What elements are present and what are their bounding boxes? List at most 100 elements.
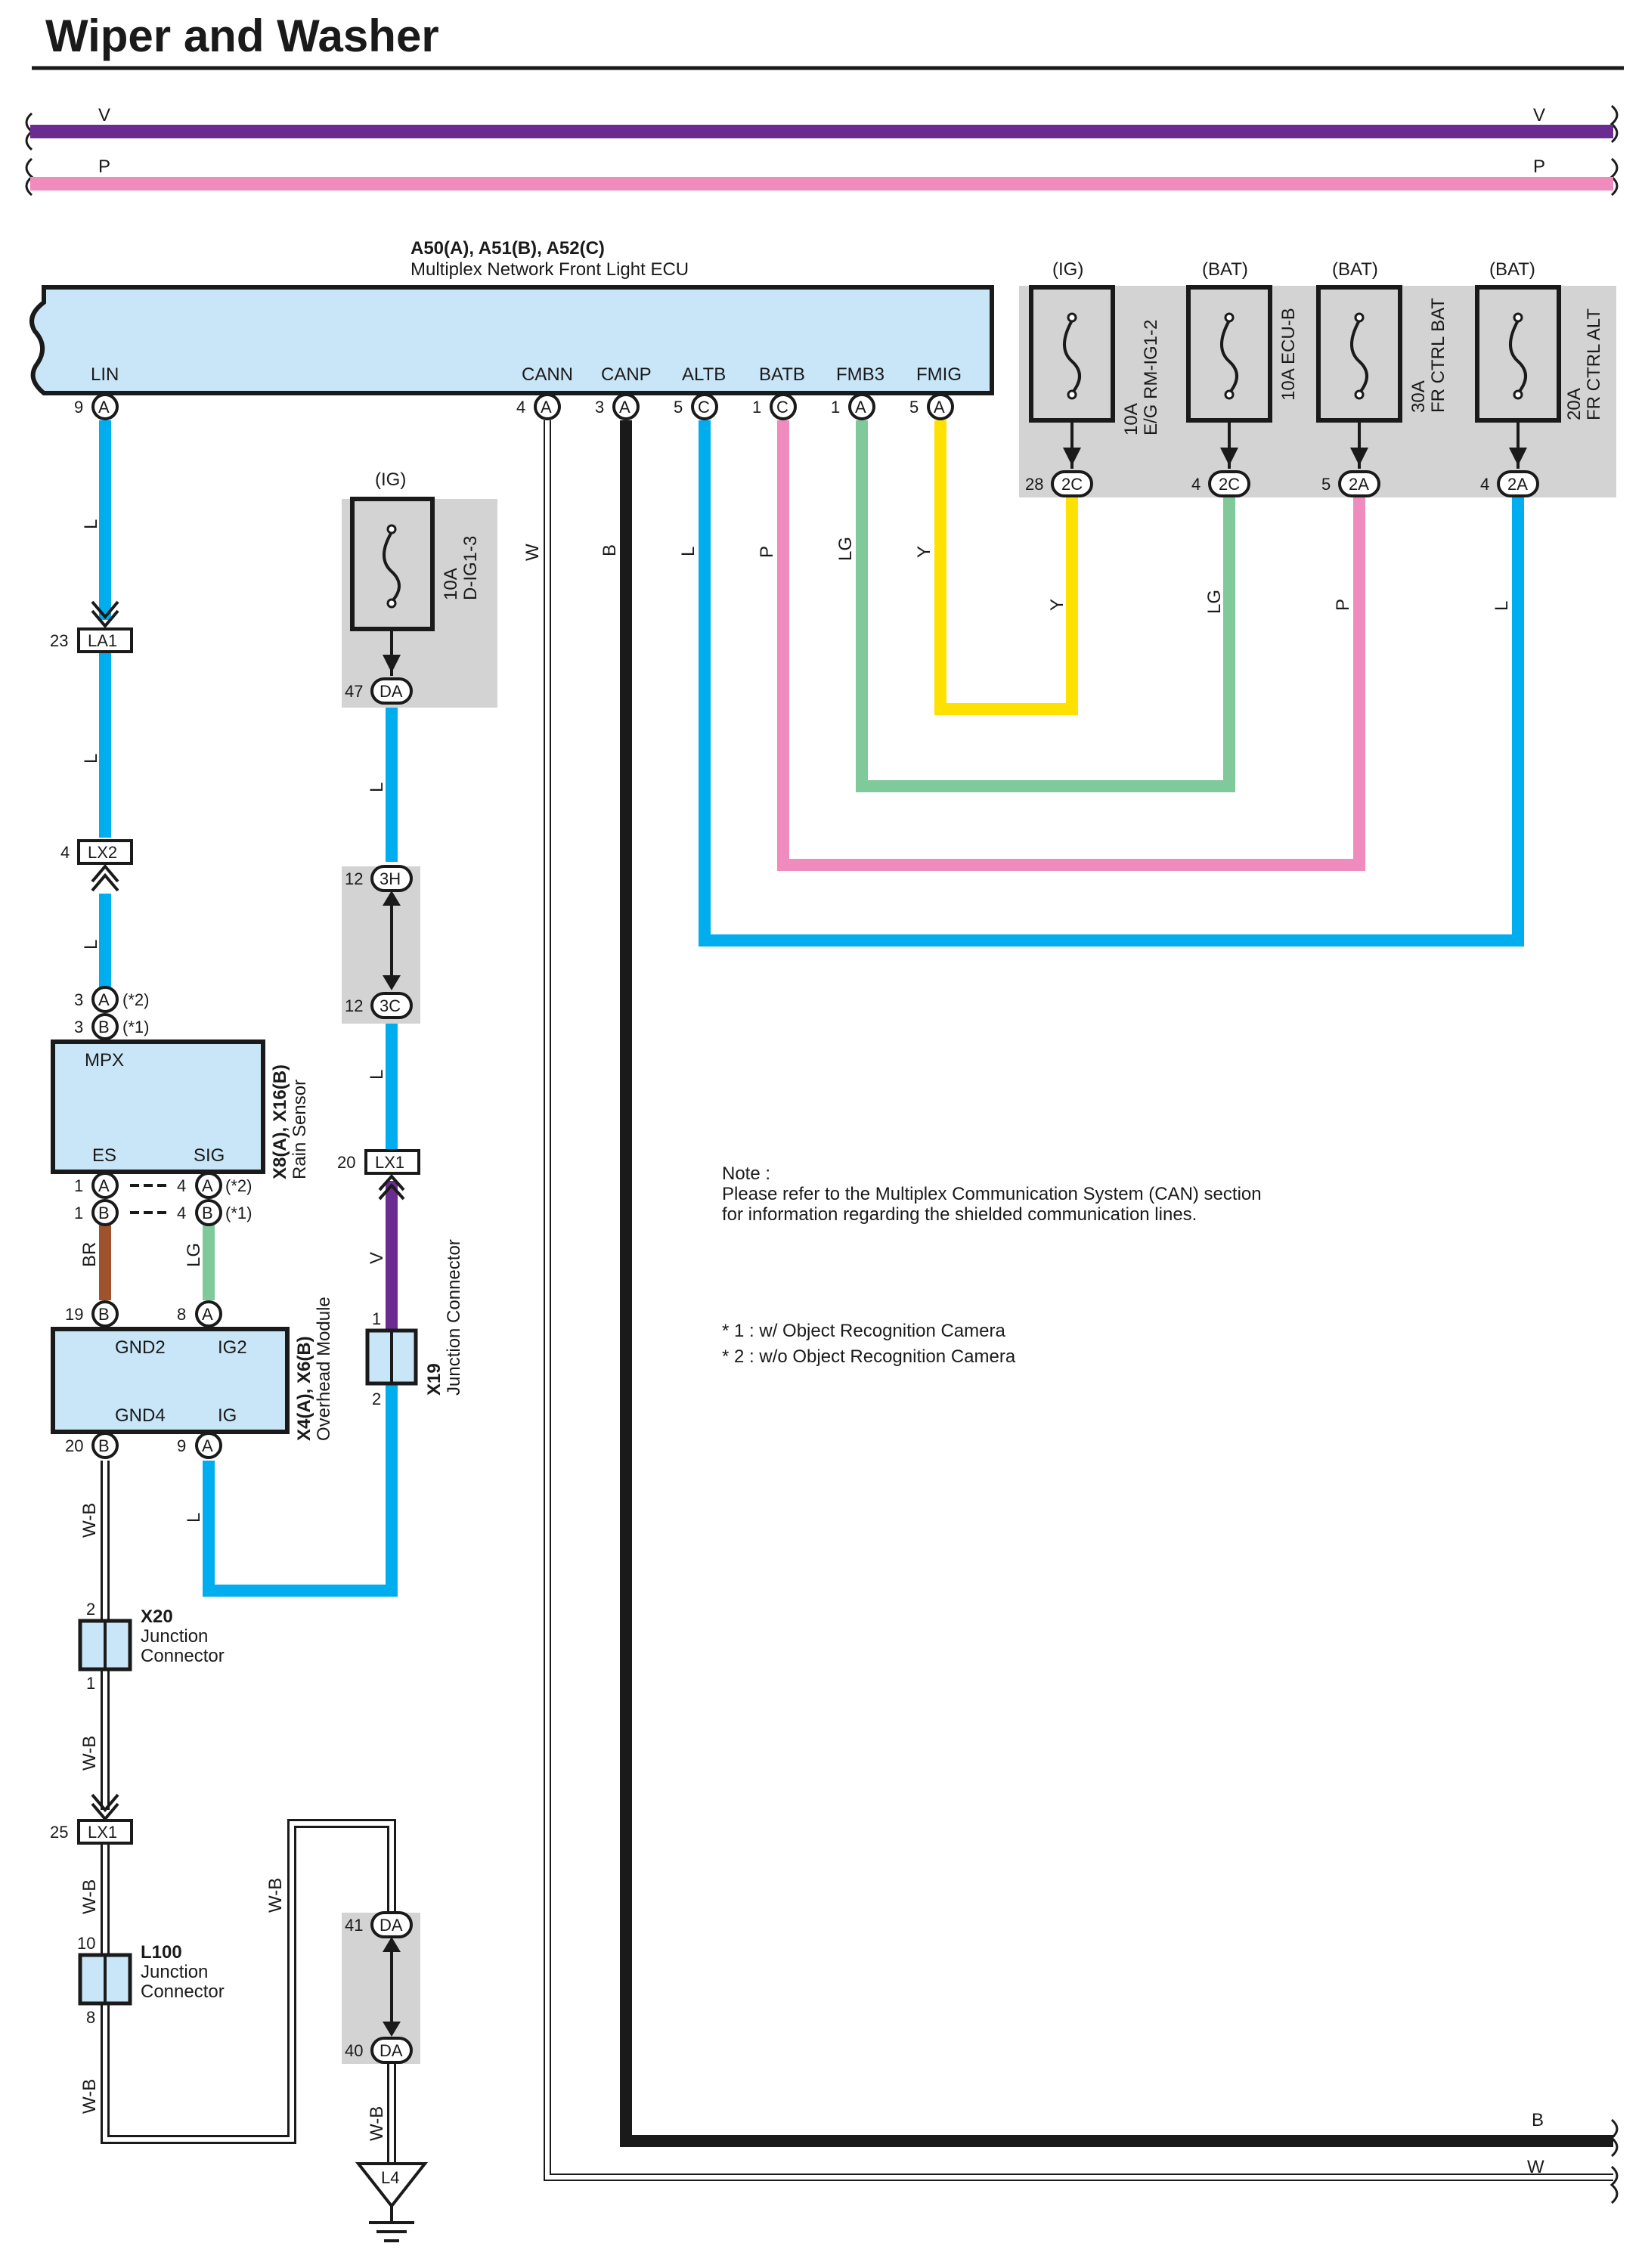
svg-text:A: A (98, 1176, 110, 1195)
svg-text:C: C (776, 398, 788, 417)
fuse-1-line2: E/G RM-IG1-2 (1141, 320, 1161, 435)
fuse-2-conn: 2C (1219, 475, 1240, 494)
svg-text:1: 1 (74, 1204, 83, 1222)
svg-text:LA1: LA1 (88, 631, 117, 650)
note-line1: Please refer to the Multiplex Communicat… (722, 1184, 1262, 1204)
fuse-3-line1: 30A (1408, 380, 1429, 413)
fuse-4-conn: 2A (1507, 475, 1528, 494)
overhead-title: X4(A), X6(B) (294, 1336, 314, 1441)
ecu-pin-connectors: A 9 A 4 A 3 C 5 C 1 A 1 A 5 (74, 393, 954, 420)
fuse-2-num: 4 (1191, 475, 1201, 494)
wire-fmig (934, 420, 1078, 715)
connector-la1: LA1 23 (50, 600, 133, 653)
ecu-body (29, 285, 994, 395)
svg-text:(*1): (*1) (122, 1018, 149, 1036)
fuse-4-line2: FR CTRL ALT (1584, 308, 1604, 420)
fuse-3-conn: 2A (1349, 475, 1369, 494)
wire-fmb3 (856, 420, 1235, 792)
ecu-pin-canp: CANP (601, 364, 652, 385)
wire-label-ig: L (184, 1513, 204, 1523)
svg-text:23: 23 (50, 631, 68, 650)
overhead-gnd2: GND2 (115, 1337, 166, 1358)
ecu-title: A50(A), A51(B), A52(C) (410, 238, 605, 259)
fuse-3-num: 5 (1321, 475, 1331, 494)
fuse-dig-supply: (IG) (375, 469, 406, 490)
svg-text:20: 20 (337, 1153, 355, 1172)
rain-sensor: A 3 (*2) B 3 (*1) MPX ES SIG X8(A), X16(… (51, 986, 310, 1226)
wire-label-altb: L (678, 547, 699, 556)
ecu-pin-batb: BATB (759, 364, 805, 385)
x19-code: X19 (424, 1363, 445, 1396)
svg-text:5: 5 (909, 398, 919, 417)
connector-lx1-bottom: LX1 25 (50, 1793, 133, 1845)
ecu-pin-cann-conn: A 4 (516, 393, 561, 420)
overhead-pin-gnd4: B 20 (65, 1432, 119, 1459)
wire-label-wb5: W-B (265, 1878, 286, 1913)
svg-text:A: A (98, 398, 110, 417)
svg-text:B: B (98, 1018, 110, 1036)
wire-altb (699, 420, 1524, 947)
x20-line2: Connector (141, 1646, 225, 1666)
ecu-pin-fmb3-conn: A 1 (831, 393, 875, 420)
fuse-3-line2: FR CTRL BAT (1428, 298, 1448, 413)
connector-da41: DA 41 (345, 1911, 413, 2037)
svg-text:A: A (855, 398, 866, 417)
svg-text:(*1): (*1) (225, 1204, 252, 1222)
wire-labels: L L L W B L P LG Y Y LG P L L L V BR LG … (79, 519, 1544, 2177)
fuse-1: (IG) 10A E/G RM-IG1-2 2C 28 (1025, 259, 1161, 497)
fuse-2: (BAT) 10A ECU-B 2C 4 (1186, 259, 1299, 497)
svg-text:B: B (98, 1436, 110, 1455)
svg-text:(*2): (*2) (225, 1176, 252, 1195)
ecu-pin-batb-conn: C 1 (752, 393, 797, 420)
overhead-module: B 19 A 8 GND2 IG2 GND4 IG X4(A), X6(B) O… (51, 1297, 334, 1459)
fuse-dig-line2: D-IG1-3 (460, 536, 481, 600)
bus-v-label-left: V (98, 105, 110, 125)
connector-lx1-top: LX1 20 (337, 1149, 420, 1201)
l100-line2: Connector (141, 1981, 225, 2002)
svg-text:3C: 3C (380, 996, 401, 1015)
x20-code: X20 (141, 1606, 173, 1627)
svg-text:A: A (202, 1436, 213, 1455)
rain-sensor-title: X8(A), X16(B) (270, 1064, 290, 1179)
svg-text:8: 8 (177, 1305, 186, 1324)
svg-text:3: 3 (595, 398, 604, 417)
svg-text:(*2): (*2) (122, 990, 149, 1009)
footnote-1: * 1 : w/ Object Recognition Camera (722, 1321, 1005, 1341)
wire-label-wb1: W-B (79, 1503, 100, 1538)
wire-label-wb6: W-B (367, 2106, 387, 2141)
svg-text:C: C (698, 398, 710, 417)
rain-sensor-top-pin-a: A 3 (*2) (74, 986, 149, 1013)
svg-text:9: 9 (74, 398, 83, 417)
wires (99, 420, 1613, 2181)
wire-label-lg: LG (184, 1243, 204, 1267)
connector-da40: DA 40 (345, 2037, 413, 2064)
note: Note : Please refer to the Multiplex Com… (722, 1163, 1262, 1225)
connector-3c: 3C 12 (345, 992, 413, 1019)
svg-text:A: A (98, 990, 110, 1009)
svg-text:LX1: LX1 (375, 1153, 404, 1172)
wire-label-lin2: L (81, 754, 101, 764)
bus-w-label: W (1527, 2157, 1544, 2177)
wire-label-lin: L (81, 519, 101, 529)
power-buses: V V P P (25, 104, 1619, 197)
wire-label-canp: B (599, 544, 620, 556)
rain-sensor-sig: SIG (194, 1145, 225, 1166)
svg-text:5: 5 (674, 398, 683, 417)
svg-text:40: 40 (345, 2041, 363, 2060)
x19-name: Junction Connector (444, 1239, 464, 1396)
fuse-2-supply: (BAT) (1202, 259, 1248, 280)
overhead-ig: IG (218, 1405, 237, 1426)
svg-text:DA: DA (380, 1916, 403, 1935)
ecu-pin-cann: CANN (522, 364, 573, 385)
svg-text:10: 10 (77, 1934, 95, 1953)
overhead-ig2: IG2 (218, 1337, 247, 1358)
wire-label-fuse3: P (1333, 599, 1353, 611)
bus-v-label-right: V (1533, 105, 1545, 125)
svg-text:1: 1 (831, 398, 840, 417)
rain-sensor-es-pin-a: A 1 (74, 1172, 119, 1199)
svg-text:B: B (98, 1204, 110, 1222)
wire-label-v: V (367, 1252, 387, 1264)
note-line2: for information regarding the shielded c… (722, 1204, 1197, 1225)
footnotes: * 1 : w/ Object Recognition Camera * 2 :… (722, 1321, 1016, 1367)
wire-label-wb4: W-B (79, 2079, 100, 2114)
